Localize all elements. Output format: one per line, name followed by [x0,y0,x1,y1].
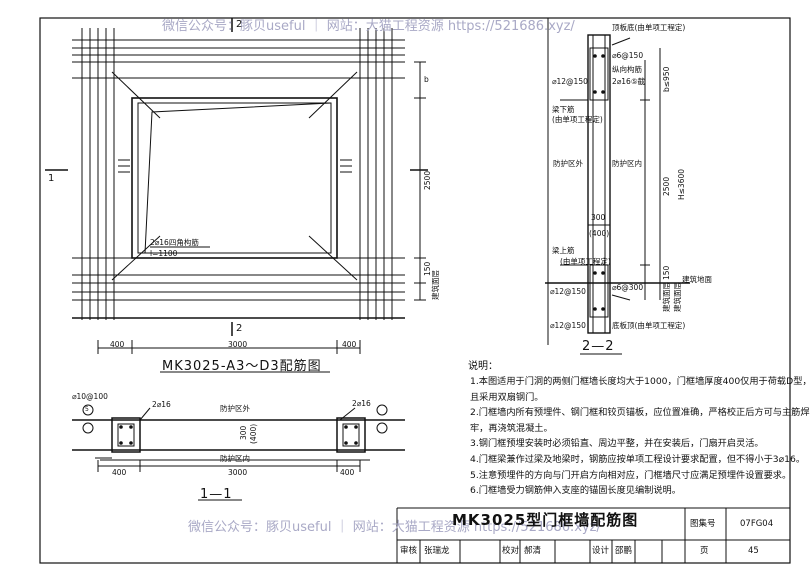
section-mark-left: 1 [48,173,55,184]
s11-protect-out: 防护区外 [220,404,250,413]
s22-w400: (400) [589,229,610,238]
tb-page-label: 页 [700,546,709,556]
s22-bottom-plate: 底板顶(由单项工程定) [612,321,686,330]
tb-designer: 邵鹏 [615,546,633,556]
ground-label: 建筑面层 [431,270,440,300]
s11-d400: (400) [249,423,258,444]
watermark-bottom: 微信公众号：豚贝useful ｜ 网站：大猫工程资源 https://52168… [188,520,601,535]
section-mark-bottom: 2 [236,323,243,334]
s22-b950: b≤950 [662,66,671,92]
note-line: 4.门框梁兼作过梁及地梁时，钢筋应按单项工程设计要求配置，但不得小于3⌀16。 [470,453,806,465]
section-1-1-drawing [72,404,405,472]
section-2-2-drawing [545,18,690,345]
section22-title: 2—2 [582,339,615,354]
note-line: 且采用双扇钢门。 [470,391,544,403]
s11-phi10: ⌀10@100 [72,392,108,401]
elevation-title: MK3025-A3～D3配筋图 [162,359,322,374]
note-len: l=1100 [150,249,178,258]
s22-ground: 建筑地面 [682,275,712,284]
s22-phi6b: ⌀6@300 [612,283,644,292]
tb-review-label: 审核 [400,546,418,556]
s22-phi12b: ⌀12@150 [550,287,586,296]
s11-bar216: 2⌀16 [152,400,171,409]
dim-right: 400 [342,340,357,349]
s22-ground3: 建筑面层 [673,282,682,312]
note-line: 3.钢门框预埋安装时必须铅直、周边平整，并在安装后，门扇开启灵活。 [470,438,764,450]
sheet-title: MK3025型门框墙配筋图 [452,511,639,529]
s22-h3600: H≤3600 [677,168,686,200]
s22-beam-up: 梁上筋 [552,246,575,255]
s11-protect-in: 防护区内 [220,454,250,463]
s22-ground2: 建筑面层 [662,282,671,312]
s11-circle-label: 5 [85,406,89,413]
note-bar: 2⌀16四角构筋 [150,238,199,247]
tb-page-number: 45 [748,546,759,556]
tb-reviewer: 张瑞龙 [424,546,450,556]
atlas-label: 图集号 [690,519,716,529]
s22-protect-out: 防护区外 [553,159,583,168]
sheet-border [39,17,791,564]
note-line: 牢，再浇筑混凝土。 [470,422,553,434]
section-mark-top: 2 [236,19,243,30]
s22-top-plate: 顶板底(由单项工程定) [612,23,686,32]
tb-design-label: 设计 [592,546,610,556]
s22-d150: 150 [662,265,671,280]
notes-list: 1.本图适用于门洞的两侧门框墙长度均大于1000，门框墙厚度400仅用于荷载D型… [470,374,812,499]
s22-phi12: ⌀12@150 [552,77,588,86]
note-line: 6.门框墙受力钢筋伸入支座的锚固长度见编制说明。 [470,485,681,497]
s11-dim-right: 400 [340,468,355,477]
s22-long-bar2: 2⌀16⑤截 [612,77,646,86]
s11-dim3000: 3000 [228,468,248,477]
dim-b: b [424,75,429,84]
dim-width: 3000 [228,340,248,349]
elevation-drawing [45,18,428,354]
s22-beam-low2: (由单项工程定) [552,115,603,124]
s22-phi12c: ⌀12@150 [550,321,586,330]
s11-d300: 300 [239,425,248,440]
s11-dim-left: 400 [112,468,127,477]
note-line: 2.门框墙内所有预埋件、钢门框和铰页锚板，应位置准确，严格校正后方可与主筋焊 [470,407,810,419]
s22-beam-low: 梁下筋 [552,105,575,114]
s22-beam-up2: (由单项工程定) [560,257,611,266]
section11-title: 1—1 [200,487,233,502]
s22-phi6: ⌀6@150 [612,51,644,60]
note-line: 1.本图适用于门洞的两侧门框墙长度均大于1000，门框墙厚度400仅用于荷载D型… [470,376,812,387]
s22-h2500: 2500 [662,176,671,196]
tb-checker: 郝清 [524,546,542,556]
note-line: 5.注意预埋件的方向与门开启方向相对应，门框墙尺寸应满足预埋件设置要求。 [470,469,792,481]
watermark-top: 微信公众号：豚贝useful ｜ 网站：大猫工程资源 https://52168… [162,19,575,34]
s22-long-bar: 纵向构筋 [612,65,642,74]
tb-check-label: 校对 [502,546,520,556]
s22-w300: 300 [591,213,606,222]
dim-left: 400 [110,340,125,349]
dim-height: 2500 [423,170,432,190]
notes-title: 说明： [468,361,498,372]
title-block-lines [396,507,790,563]
s22-protect-in: 防护区内 [612,159,642,168]
s11-bar216b: 2⌀16 [352,399,371,408]
atlas-number: 07FG04 [740,519,774,529]
